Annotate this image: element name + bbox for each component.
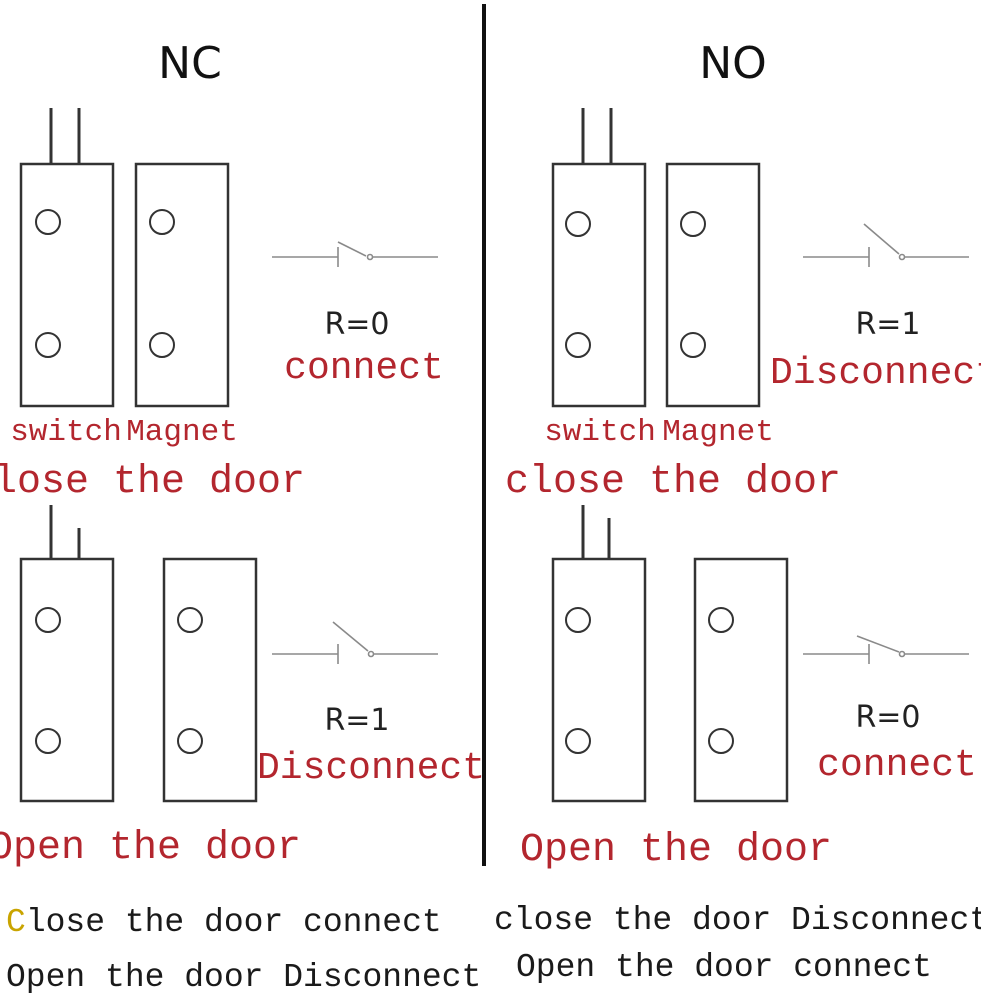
no-open-switch-hole-top bbox=[565, 607, 591, 633]
nc-panel: NC R=0 connect switch Magnet close the d… bbox=[0, 38, 485, 871]
no-open-magnet-hole-top bbox=[708, 607, 734, 633]
no-open-door-label: Open the door bbox=[520, 828, 832, 873]
no-open-resistance: R=0 bbox=[855, 700, 920, 735]
summary: Close the door connect Open the door Dis… bbox=[6, 902, 981, 996]
nc-open-magnet-hole-bottom bbox=[177, 728, 203, 754]
nc-magnet-label: Magnet bbox=[126, 415, 238, 450]
nc-open-switch-body bbox=[19, 557, 115, 803]
nc-closed-switch-symbol bbox=[272, 241, 438, 267]
no-open-switch-body bbox=[551, 557, 647, 803]
nc-closed-magnet-hole-top bbox=[149, 209, 175, 235]
no-closed-switch-body bbox=[551, 162, 647, 408]
nc-summary-initial: C bbox=[6, 904, 26, 941]
nc-open-state: Disconnect bbox=[257, 747, 485, 790]
nc-summary-rest: lose the door connect bbox=[26, 904, 442, 941]
nc-closed-switch-hole-top bbox=[35, 209, 61, 235]
nc-open-switch-hole-bottom bbox=[35, 728, 61, 754]
no-open-magnet-hole-bottom bbox=[708, 728, 734, 754]
nc-open-switch-hole-top bbox=[35, 607, 61, 633]
no-closed-switch-hole-top bbox=[565, 211, 591, 237]
no-closed-door-label: close the door bbox=[505, 460, 841, 505]
nc-summary-line-2: Open the door Disconnect bbox=[6, 959, 481, 996]
no-summary-line-2: Open the door connect bbox=[516, 949, 932, 986]
nc-open-magnet-body bbox=[162, 557, 258, 803]
nc-closed-switch-hole-bottom bbox=[35, 332, 61, 358]
no-closed-state: Disconnect bbox=[770, 352, 981, 395]
no-closed-magnet-hole-bottom bbox=[680, 332, 706, 358]
no-closed-section: R=1 Disconnect switch Magnet close the d… bbox=[505, 108, 981, 505]
no-closed-switch-hole-bottom bbox=[565, 332, 591, 358]
nc-closed-resistance: R=0 bbox=[324, 307, 389, 342]
no-open-magnet-body bbox=[693, 557, 789, 803]
nc-closed-section: R=0 connect switch Magnet close the door bbox=[0, 108, 444, 505]
no-closed-resistance: R=1 bbox=[855, 307, 920, 342]
no-summary-line-1: close the door Disconnect bbox=[494, 902, 981, 939]
nc-closed-magnet-body bbox=[134, 162, 230, 408]
no-closed-magnet-hole-top bbox=[680, 211, 706, 237]
nc-closed-magnet-hole-bottom bbox=[149, 332, 175, 358]
nc-closed-state: connect bbox=[284, 347, 444, 390]
nc-open-switch-symbol bbox=[272, 621, 438, 664]
nc-summary-line-1: Close the door connect bbox=[6, 904, 442, 941]
no-title: NO bbox=[699, 38, 767, 89]
no-closed-switch-symbol bbox=[803, 223, 969, 267]
no-open-section: R=0 connect Open the door bbox=[520, 505, 977, 873]
nc-closed-door-label: close the door bbox=[0, 460, 305, 505]
nc-open-door-label: Open the door bbox=[0, 826, 301, 871]
no-switch-label: switch bbox=[544, 415, 656, 450]
nc-open-resistance: R=1 bbox=[324, 703, 389, 738]
no-open-switch-hole-bottom bbox=[565, 728, 591, 754]
nc-open-magnet-hole-top bbox=[177, 607, 203, 633]
nc-title: NC bbox=[158, 38, 222, 89]
no-open-state: connect bbox=[817, 744, 977, 787]
nc-closed-switch-body bbox=[19, 162, 115, 408]
nc-switch-label: switch bbox=[10, 415, 122, 450]
no-closed-magnet-body bbox=[665, 162, 761, 408]
no-open-switch-symbol bbox=[803, 635, 969, 664]
no-magnet-label: Magnet bbox=[662, 415, 774, 450]
nc-open-section: R=1 Disconnect Open the door bbox=[0, 505, 485, 871]
no-panel: NO R=1 Disconnect switch Magnet close th… bbox=[505, 38, 981, 873]
